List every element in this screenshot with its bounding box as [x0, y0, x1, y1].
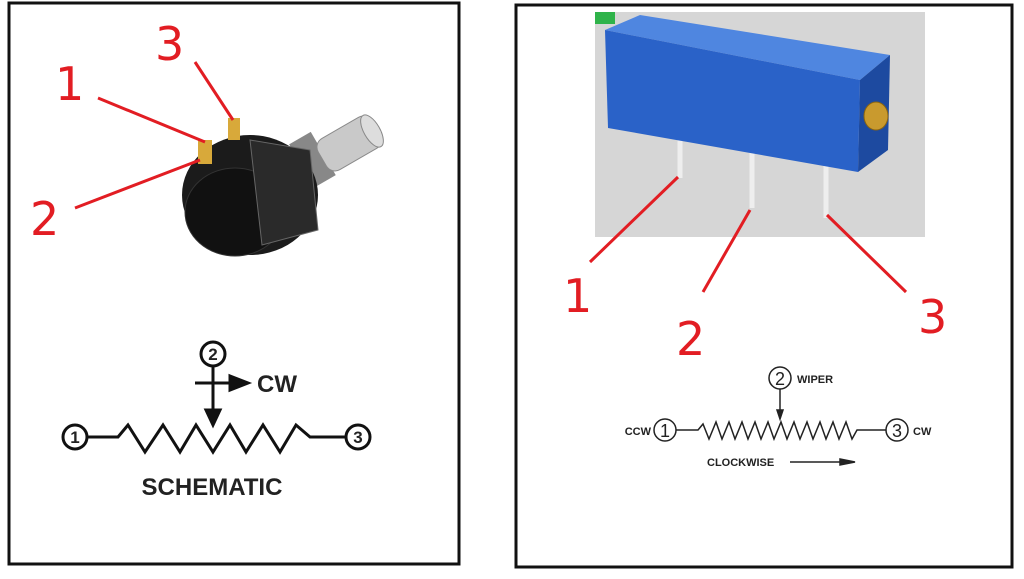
right-schematic-pin-2: 2: [775, 369, 785, 389]
left-panel-border: [7, 1, 461, 566]
right-callout-2: 2: [676, 312, 705, 366]
left-schematic-caption: SCHEMATIC: [142, 474, 283, 501]
right-callout-1: 1: [563, 269, 592, 323]
right-callout-lines: [588, 175, 908, 294]
right-schematic-direction-label: CLOCKWISE: [707, 457, 774, 469]
right-schematic-cw-label: CW: [913, 426, 932, 438]
right-schematic-pin-1: 1: [660, 421, 670, 441]
rotary-potentiometer-photo: [182, 114, 384, 257]
left-callout-3: 3: [155, 17, 184, 71]
left-schematic-pin-3: 3: [353, 428, 362, 447]
left-schematic-pin-1: 1: [70, 428, 79, 447]
left-callout-lines: [74, 61, 235, 210]
left-schematic-pin-2: 2: [208, 345, 217, 364]
left-schematic-cw-label: CW: [257, 371, 297, 398]
right-schematic-ccw-label: CCW: [625, 426, 652, 438]
right-schematic-pin-3: 3: [892, 421, 902, 441]
left-callout-1: 1: [55, 57, 84, 111]
left-callout-2: 2: [30, 192, 59, 246]
trimpot-photo: [595, 12, 925, 237]
right-schematic-wiper-label: WIPER: [797, 374, 833, 386]
left-schematic: [61, 340, 372, 455]
right-schematic: [653, 366, 909, 466]
right-callout-3: 3: [918, 290, 947, 344]
